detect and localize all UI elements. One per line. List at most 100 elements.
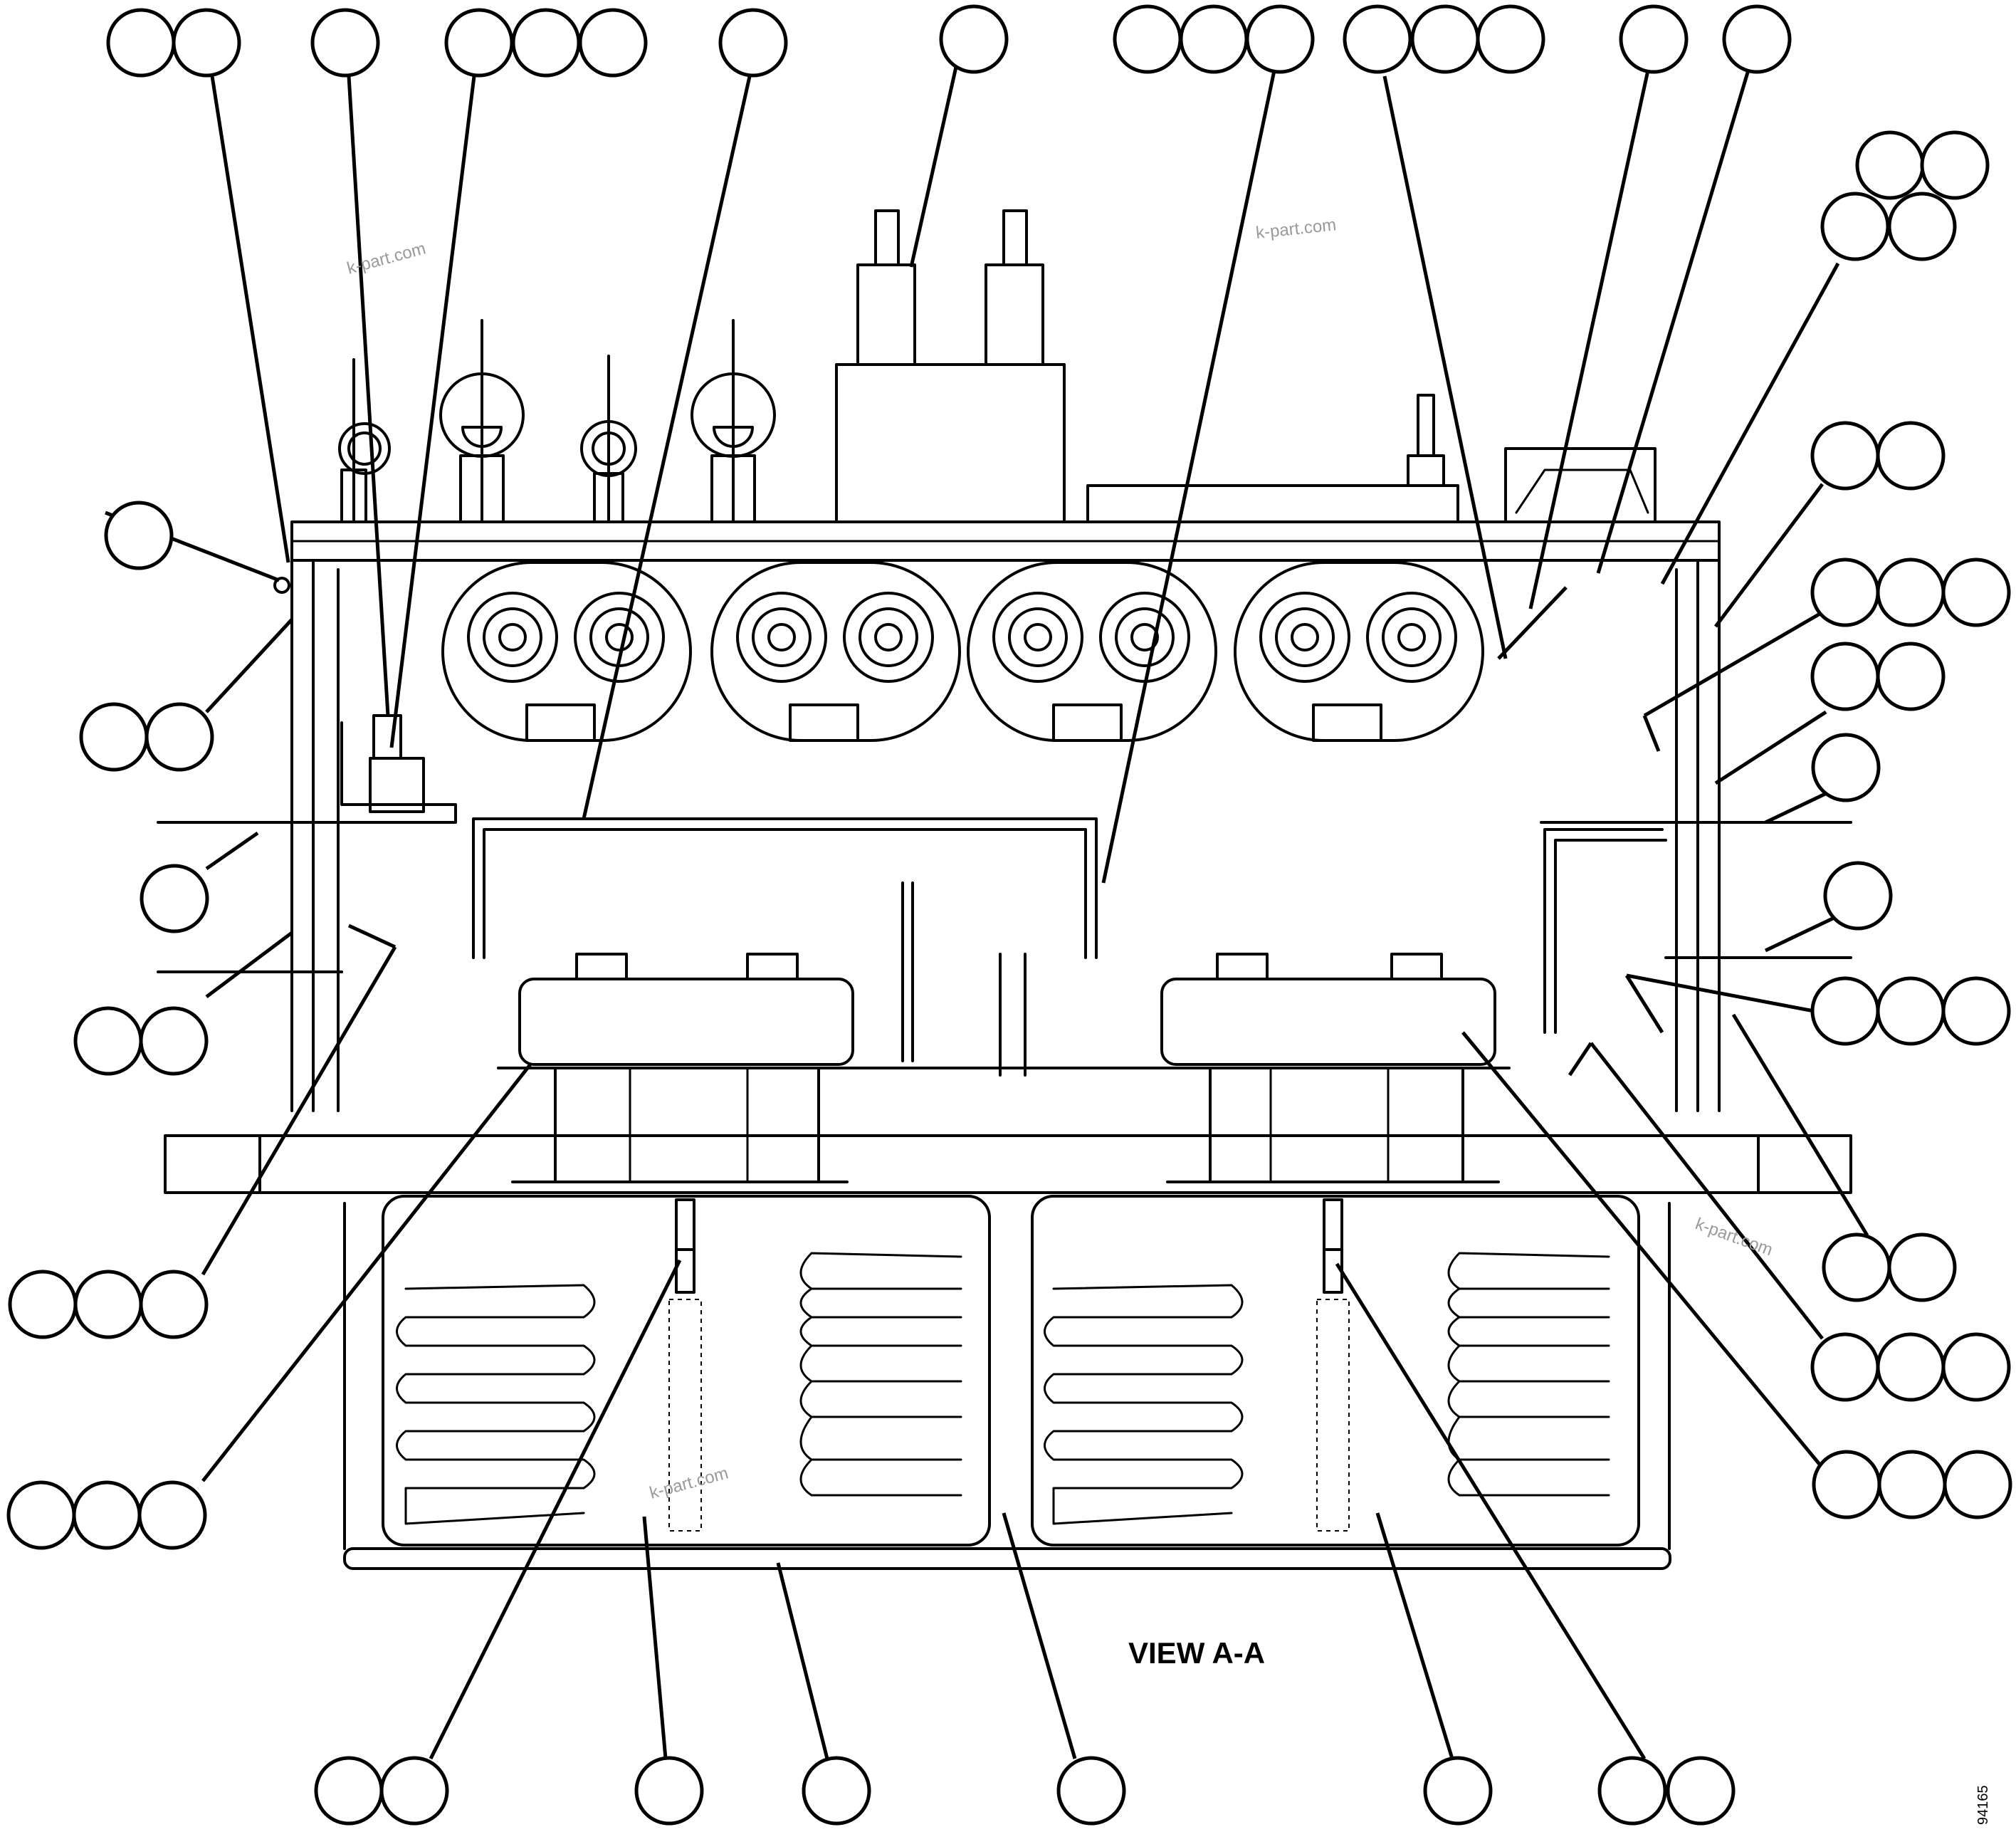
callout-bubble: [1812, 1450, 1881, 1519]
callout-bubble: [1056, 1756, 1126, 1826]
top-right-components: [1086, 394, 1657, 523]
callout-bubble: [1943, 1450, 2012, 1519]
callout-bubble: [939, 4, 1009, 74]
callout-bubble: [139, 1006, 209, 1076]
callout-bubble: [106, 8, 176, 78]
callout-bubble: [6, 1480, 76, 1550]
callout-bubble: [1855, 130, 1925, 200]
callout-bubbles: [6, 4, 2012, 1826]
arc-chamber: [967, 561, 1217, 742]
callout-bubble: [379, 1756, 449, 1826]
callout-bubble: [444, 8, 514, 78]
left-bracket: [273, 577, 457, 824]
callout-group-right-5: [1811, 733, 1881, 802]
contactor-assembly: [157, 209, 1852, 1570]
callout-bubble: [1810, 976, 1880, 1046]
callout-bubble: [1410, 4, 1480, 74]
callout-group-top-5: [939, 4, 1009, 74]
callout-bubble: [578, 8, 648, 78]
callout-group-left-4: [73, 1006, 209, 1076]
callout-bubble: [1476, 4, 1545, 74]
callout-bubble: [1876, 976, 1946, 1046]
callout-bubble: [1722, 4, 1792, 74]
arc-chamber: [1234, 561, 1484, 742]
callout-bubble: [1597, 1756, 1667, 1826]
callout-group-bottom-4: [1056, 1756, 1126, 1826]
callout-bubble: [1423, 1756, 1493, 1826]
callout-bubble: [140, 864, 209, 933]
callout-group-right-2: [1810, 421, 1946, 491]
callout-group-right-3: [1810, 558, 2011, 627]
callout-bubble: [1822, 1232, 1891, 1302]
callout-group-top-8: [1619, 4, 1689, 74]
callout-bubble: [72, 1480, 142, 1550]
callout-group-left-5: [8, 1270, 209, 1339]
terminal-studs: [338, 319, 776, 523]
watermark: k-part.com: [648, 1463, 730, 1502]
callout-group-top-9: [1722, 4, 1792, 74]
callout-bubble: [1810, 558, 1880, 627]
callout-bubble: [1113, 4, 1182, 74]
callout-bubble: [1941, 1332, 2011, 1402]
callout-bubble: [1876, 558, 1946, 627]
coil-block: [835, 209, 1066, 523]
base-flange: [164, 1134, 1852, 1194]
arc-chambers: [441, 561, 1484, 742]
callout-group-bottom-2: [634, 1756, 704, 1826]
callout-group-left-2: [79, 702, 214, 772]
callout-bubble: [137, 1480, 207, 1550]
callout-group-bottom-3: [802, 1756, 871, 1826]
side-frame: [157, 559, 1852, 1112]
callout-bubble: [511, 8, 581, 78]
callout-bubble: [145, 702, 214, 772]
callout-group-top-3: [444, 8, 648, 78]
callout-group-bottom-5: [1423, 1756, 1493, 1826]
callout-bubble: [1876, 642, 1946, 711]
callout-bubble: [1343, 4, 1412, 74]
top-plate: [290, 520, 1721, 562]
callout-bubble: [172, 8, 241, 78]
callout-bubble: [1823, 861, 1893, 931]
callout-bubble: [634, 1756, 704, 1826]
callout-group-right-7: [1810, 976, 2011, 1046]
view-caption: VIEW A-A: [1128, 1636, 1265, 1670]
callout-bubble: [1811, 733, 1881, 802]
callout-group-right-1: [1820, 130, 1990, 261]
callout-bubble: [1941, 976, 2011, 1046]
callout-group-right-9: [1810, 1332, 2011, 1402]
callout-bubble: [1820, 192, 1890, 261]
callout-bubble: [1887, 192, 1957, 261]
callout-group-left-1: [104, 501, 174, 570]
callout-group-left-6: [6, 1480, 207, 1550]
callout-group-top-2: [310, 8, 380, 78]
callout-group-bottom-6: [1597, 1756, 1736, 1826]
contact-carriers: [497, 881, 1511, 1183]
callout-group-right-6: [1823, 861, 1893, 931]
callout-bubble: [718, 8, 788, 78]
callout-group-left-3: [140, 864, 209, 933]
arc-chamber: [710, 561, 961, 742]
watermark: k-part.com: [1693, 1214, 1775, 1260]
callout-bubble: [8, 1270, 78, 1339]
arc-chamber: [441, 561, 692, 742]
bus-bar-frame: [472, 817, 1667, 1034]
drawing-number: 94165: [1975, 1785, 1991, 1825]
callout-bubble: [1619, 4, 1689, 74]
callout-bubble: [1810, 421, 1880, 491]
callout-bubble: [1887, 1232, 1957, 1302]
callout-group-right-4: [1810, 642, 1946, 711]
callout-bubble: [73, 1270, 143, 1339]
callout-bubble: [1877, 1450, 1947, 1519]
callout-bubble: [314, 1756, 384, 1826]
callout-bubble: [1920, 130, 1990, 200]
callout-bubble: [1876, 1332, 1946, 1402]
callout-bubble: [1941, 558, 2011, 627]
callout-bubble: [310, 8, 380, 78]
callout-bubble: [1876, 421, 1946, 491]
watermark: k-part.com: [1255, 215, 1338, 243]
callout-bubble: [73, 1006, 143, 1076]
callout-bubble: [79, 702, 149, 772]
callout-group-top-4: [718, 8, 788, 78]
callout-bubble: [1666, 1756, 1736, 1826]
